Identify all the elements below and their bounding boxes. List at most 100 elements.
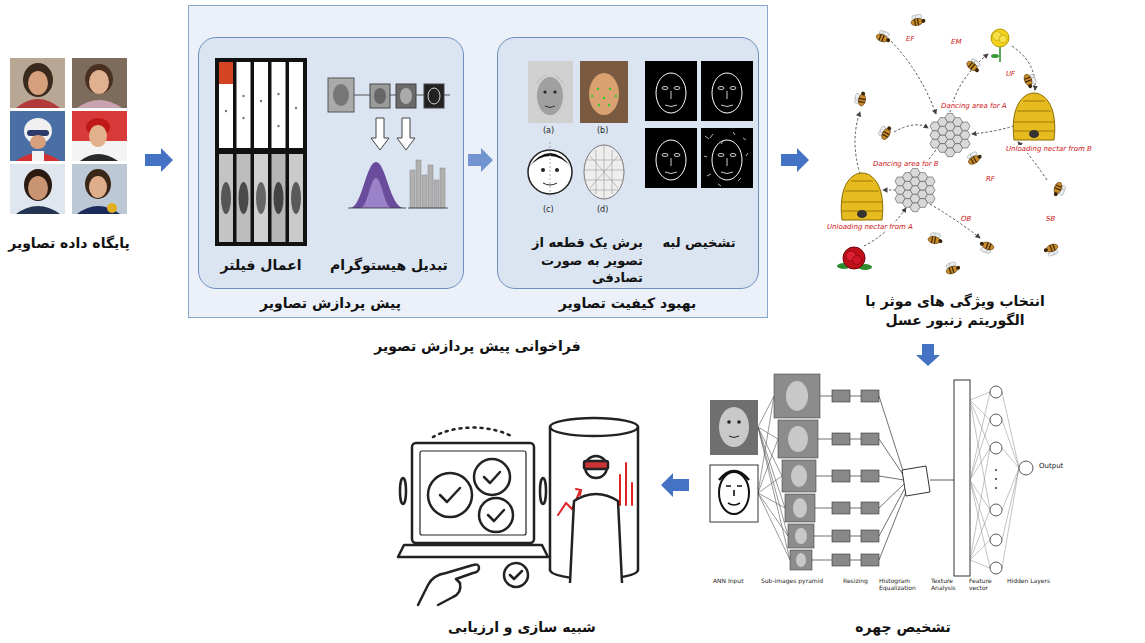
node-label: تشخیص چهره [704,618,1102,637]
ann-illustration [850,396,861,397]
ann-illustration [902,466,930,496]
ann-illustration [995,478,997,480]
ann-illustration [850,560,861,561]
ann-illustration [786,381,808,411]
ann-illustration [812,396,906,560]
ann-illustration [832,390,879,566]
ann-illustration [1019,461,1033,475]
ann-illustration [832,433,850,445]
simulation-illustration [510,571,522,579]
bee-algorithm-illustration [841,173,883,220]
face-photo [24,169,52,201]
bee-algorithm-illustration [837,247,872,270]
edge-detection-illustration [704,132,748,186]
face-crop-illustration [553,90,556,93]
histogram-illustration [396,84,416,108]
ann-illustration [879,488,905,536]
ann-stage-label: Texture Analysis [930,578,968,592]
histogram-illustration [324,60,454,282]
bee-algorithm-illustration [1052,181,1067,198]
face-photo [72,58,127,108]
simulation-illustration [637,427,640,570]
node-label: پایگاه داده تصاویر [8,234,130,253]
simulation-illustration [625,463,627,505]
ann-illustration [788,524,814,548]
bee-algorithm-illustration [910,13,926,26]
ann-stage-label: Histogram Equalization [878,578,928,592]
ann-illustration [719,471,749,480]
ann-illustration [850,536,861,537]
ann-stage-label: Sub-images pyramid [760,578,824,585]
ann-illustration [861,470,879,482]
filter-illustration [272,154,286,242]
filter-step: اعمال فیلتر [211,56,311,278]
face-photo [80,154,118,161]
filter-illustration [256,182,266,214]
simulation-illustration [570,494,622,583]
ann-illustration [970,480,990,510]
face-photo [28,71,48,95]
bee-algorithm-illustration [972,126,1014,134]
simulation-illustration [418,459,528,605]
bee-algorithm-illustration [854,90,867,106]
node-label: تبدیل هیستوگرام [324,256,454,275]
histogram-illustration [422,175,427,208]
face-photo [107,203,117,213]
simulation-illustration [474,459,510,495]
ann-illustration [758,439,778,493]
ann-illustration [970,392,990,480]
ann-illustration [790,550,812,570]
ann-illustration [995,469,997,489]
ann-illustration [786,381,808,567]
face-photo [28,176,48,200]
node-label: پیش پردازش تصاویر [199,294,462,313]
filter-illustration [254,62,268,148]
ann-illustration [850,439,861,440]
simulation-illustration [504,563,528,587]
simulation-illustration [398,405,646,642]
filter-illustration [260,100,262,102]
face-photo [72,164,127,214]
ann-illustration [710,400,758,455]
ann-illustration [778,420,818,458]
ann-illustration [737,420,741,424]
face-crop-illustration [615,95,617,97]
filter-illustration [295,107,297,109]
edge-detection-illustration [645,61,697,121]
simulation-illustration [398,428,548,557]
bee-code: EM [950,38,962,46]
face-photo [85,169,111,199]
image-database: پایگاه داده تصاویر [8,56,130,260]
face-photo [16,99,60,108]
bee-algorithm-illustration [877,123,894,141]
edge-detection-illustration [645,128,697,188]
bee-algorithm-illustration [888,38,936,114]
flow-arrow [781,148,809,172]
ann-illustration [758,493,788,536]
ann-illustration [861,554,879,566]
ann-illustration [861,433,879,445]
filter-illustration [242,117,244,119]
ann-illustration [1002,448,1019,468]
simulation-illustration [418,564,479,605]
ann-illustration [861,502,879,514]
ann-illustration [1002,392,1019,468]
bee-algorithm-illustration [991,54,999,58]
ann-illustration [791,465,807,487]
ann-illustration [990,562,1002,574]
ann-illustration [990,386,1033,574]
bee-algorithm-illustration [965,57,983,75]
histogram-illustration [328,78,354,112]
flow-arrow [916,344,940,366]
bee-code: SB [1045,215,1056,223]
enhance-panel: بهبود کیفیت تصاویر برش یک قطعه از تصویر … [497,37,759,289]
ann-illustration [719,472,749,514]
histogram-illustration [428,165,433,208]
face-crop-illustration [543,90,546,93]
face-crop-illustration [591,95,593,97]
ann-illustration [719,407,749,447]
filter-illustration [219,62,233,148]
filter-illustration [219,154,233,242]
simulation-illustration [576,489,581,495]
bee-area-label: Unloading nectar from B [1005,145,1093,153]
